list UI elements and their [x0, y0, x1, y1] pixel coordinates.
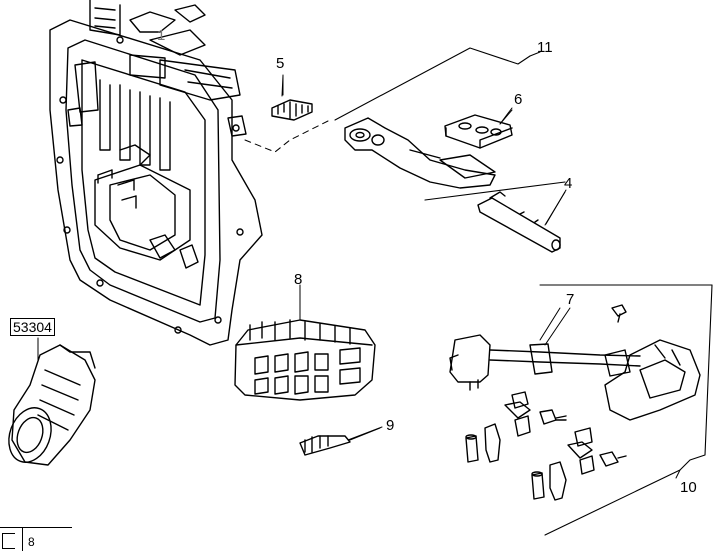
- corner-bracket-icon: [2, 533, 15, 549]
- callout-11: 11: [537, 39, 553, 56]
- callout-10: 10: [680, 479, 697, 496]
- part-11-bracket: [334, 47, 566, 201]
- callout-6: 6: [514, 91, 523, 108]
- main-housing-frame: [49, 0, 263, 346]
- part-8-connector: [234, 284, 376, 401]
- part-4-rod: [477, 191, 566, 253]
- reference-box-53304: 53304: [10, 318, 55, 336]
- callout-4: 4: [564, 175, 573, 192]
- leader-6: [499, 107, 513, 125]
- corner-text: 8: [28, 535, 35, 549]
- callout-8: 8: [294, 271, 303, 288]
- callout-1: 1: [157, 27, 166, 44]
- part-10-bracket: [539, 284, 713, 536]
- part-6-pad: [444, 109, 513, 149]
- part-11-pedal: [344, 117, 496, 189]
- callout-5: 5: [276, 55, 285, 72]
- leader-4: [545, 189, 567, 225]
- corner-frame: [0, 527, 72, 551]
- part-7-cable-assembly: [449, 304, 701, 421]
- callout-9: 9: [386, 417, 395, 434]
- part-5-clip: [271, 74, 313, 121]
- leader-7: [544, 307, 571, 346]
- part-10-small-parts: [465, 391, 681, 501]
- part-53304-actuator: [8, 339, 96, 466]
- leader-11: [529, 51, 541, 57]
- callout-7: 7: [566, 291, 575, 308]
- dash-link-housing-pedal: [244, 119, 331, 153]
- leader-9: [347, 426, 383, 441]
